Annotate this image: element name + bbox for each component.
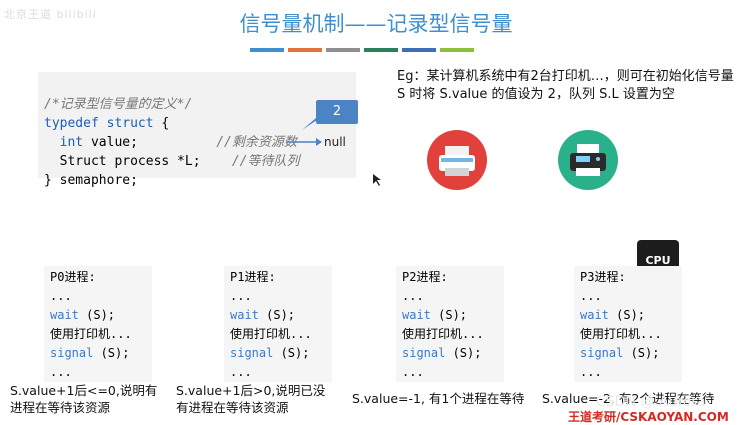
code-text: } semaphore; bbox=[44, 173, 138, 188]
printer-icon bbox=[427, 130, 487, 190]
accent-bars bbox=[250, 48, 474, 52]
code-text: ... bbox=[580, 289, 602, 303]
code-comment: //剩余资源数 bbox=[216, 135, 297, 150]
mouse-cursor-icon bbox=[373, 174, 381, 186]
code-text: ... bbox=[50, 289, 72, 303]
code-text: Struct process *L; bbox=[44, 154, 201, 169]
watermark-right: CSDN @ Aurora bbox=[596, 394, 706, 410]
code-keyword: signal bbox=[230, 346, 274, 360]
accent-bar bbox=[288, 48, 322, 52]
code-text: (S); bbox=[273, 346, 310, 360]
code-text: (S); bbox=[445, 346, 482, 360]
code-keyword: signal bbox=[402, 346, 446, 360]
process-header: P1进程: bbox=[230, 270, 276, 284]
code-text: ... bbox=[230, 365, 252, 379]
note-p1: S.value+1后>0,说明已没有进程在等待该资源 bbox=[176, 383, 326, 415]
accent-bar bbox=[326, 48, 360, 52]
value-badge: 2 bbox=[316, 100, 358, 124]
accent-bar bbox=[250, 48, 284, 52]
code-text: (S); bbox=[78, 308, 116, 322]
accent-bar bbox=[402, 48, 436, 52]
queue-arrow-icon bbox=[286, 138, 322, 146]
code-keyword: signal bbox=[50, 346, 94, 360]
footer-brand: 王道考研/CSKAOYAN.COM bbox=[568, 410, 729, 424]
accent-bar bbox=[364, 48, 398, 52]
code-text: ... bbox=[50, 365, 72, 379]
slide-title: 信号量机制——记录型信号量 bbox=[239, 12, 513, 36]
process-header: P2进程: bbox=[402, 270, 448, 284]
code-text: ... bbox=[402, 289, 424, 303]
code-text: (S); bbox=[430, 308, 468, 322]
badge-pointer-icon bbox=[302, 118, 320, 130]
code-text: 使用打印机... bbox=[402, 327, 484, 341]
code-text: (S); bbox=[93, 346, 130, 360]
code-keyword: wait bbox=[50, 308, 79, 322]
process-p0-box: P0进程: ... wait (S); 使用打印机... signal (S);… bbox=[44, 266, 152, 382]
code-text: ... bbox=[402, 365, 424, 379]
code-text: ... bbox=[230, 289, 252, 303]
process-header: P0进程: bbox=[50, 270, 96, 284]
process-p2-box: P2进程: ... wait (S); 使用打印机... signal (S);… bbox=[396, 266, 504, 382]
code-text: 使用打印机... bbox=[50, 327, 132, 341]
code-keyword: signal bbox=[580, 346, 624, 360]
code-text: (S); bbox=[258, 308, 296, 322]
code-text: ... bbox=[580, 365, 602, 379]
semaphore-definition-code: /*记录型信号量的定义*/ typedef struct { int value… bbox=[38, 72, 356, 188]
example-text: Eg：某计算机系统中有2台打印机…，则可在初始化信号量 S 时将 S.value… bbox=[397, 69, 734, 102]
code-keyword: wait bbox=[230, 308, 259, 322]
process-header: P3进程: bbox=[580, 270, 626, 284]
printer-icon bbox=[558, 130, 618, 190]
code-text: (S); bbox=[608, 308, 646, 322]
code-text: 使用打印机... bbox=[230, 327, 312, 341]
code-keyword: wait bbox=[402, 308, 431, 322]
watermark-top-left: 北京王道 bilibili bbox=[4, 8, 97, 21]
code-text: value; bbox=[83, 135, 138, 150]
process-p3-box: P3进程: ... wait (S); 使用打印机... signal (S);… bbox=[574, 266, 682, 382]
code-keyword: typedef struct bbox=[44, 116, 154, 131]
process-p1-box: P1进程: ... wait (S); 使用打印机... signal (S);… bbox=[224, 266, 332, 382]
code-text: (S); bbox=[623, 346, 660, 360]
null-label: null bbox=[324, 135, 346, 149]
code-keyword: int bbox=[59, 135, 84, 150]
note-p0: S.value+1后<=0,说明有进程在等待该资源 bbox=[10, 383, 158, 415]
note-p3: S.value=-2, 有2个进程在等待 bbox=[542, 391, 715, 406]
note-p2: S.value=-1, 有1个进程在等待 bbox=[352, 391, 525, 406]
code-text: { bbox=[153, 116, 170, 131]
code-comment: /*记录型信号量的定义*/ bbox=[44, 97, 193, 112]
code-comment: //等待队列 bbox=[231, 154, 300, 169]
code-keyword: wait bbox=[580, 308, 609, 322]
accent-bar bbox=[440, 48, 474, 52]
code-text: 使用打印机... bbox=[580, 327, 662, 341]
